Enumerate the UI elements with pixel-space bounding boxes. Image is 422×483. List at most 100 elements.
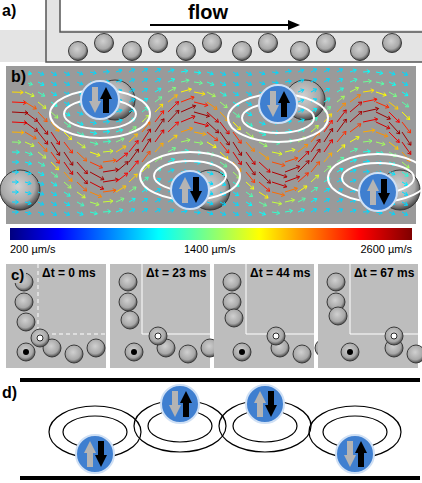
velocity-head (368, 79, 371, 83)
velocity-vector (298, 120, 304, 123)
velocity-head (28, 211, 31, 215)
velocity-vector (64, 102, 70, 105)
velocity-head (84, 180, 88, 184)
velocity-head (375, 107, 378, 111)
velocity-head (301, 209, 305, 213)
droplet (327, 273, 345, 291)
velocity-vector (77, 82, 83, 85)
velocity-head (124, 153, 128, 156)
velocity-vector (350, 95, 360, 102)
velocity-vector (402, 182, 408, 185)
velocity-head (79, 82, 83, 86)
velocity-head (328, 153, 332, 157)
velocity-head (200, 141, 203, 145)
velocity-head (405, 173, 409, 176)
velocity-vector (259, 122, 265, 124)
velocity-vector (324, 209, 330, 212)
velocity-head (28, 191, 31, 195)
velocity-head (248, 212, 252, 216)
velocity-vector (142, 69, 148, 72)
velocity-vector (116, 210, 123, 212)
velocity-head (42, 155, 46, 159)
velocity-head (288, 80, 291, 84)
velocity-vector (51, 182, 57, 186)
velocity-head (381, 81, 384, 85)
droplet (233, 343, 251, 361)
velocity-head (326, 89, 330, 92)
velocity-head (317, 139, 320, 143)
velocity-head (282, 163, 285, 167)
velocity-head (215, 119, 219, 123)
velocity-head (357, 95, 361, 98)
velocity-head (329, 120, 332, 124)
velocity-head (386, 125, 390, 129)
droplet (233, 42, 252, 61)
droplet (15, 293, 33, 311)
velocity-head (175, 122, 179, 126)
velocity-vector (168, 148, 176, 152)
velocity-head (248, 202, 252, 206)
droplet (341, 343, 359, 361)
velocity-vector (38, 112, 47, 122)
velocity-head (40, 202, 44, 206)
velocity-vector (285, 188, 297, 192)
velocity-head (174, 135, 178, 138)
velocity-vector (155, 97, 162, 102)
velocity-vector (389, 212, 395, 214)
velocity-head (144, 69, 148, 72)
velocity-vector (350, 180, 356, 182)
velocity-head (326, 199, 330, 202)
velocity-head (339, 69, 343, 73)
velocity-vector (51, 162, 59, 170)
velocity-vector (116, 162, 128, 172)
velocity-vector (168, 210, 174, 212)
velocity-vector (259, 202, 267, 206)
velocity-vector (246, 82, 252, 85)
velocity-vector (337, 88, 343, 92)
panel-label: Δt = 0 ms (42, 267, 96, 281)
droplet (293, 345, 311, 363)
velocity-head (119, 209, 123, 213)
velocity-head (374, 118, 377, 122)
spin-symbol (359, 173, 397, 211)
velocity-head (198, 71, 201, 75)
velocity-vector (311, 89, 317, 92)
velocity-vector (233, 212, 239, 215)
velocity-head (294, 157, 298, 161)
velocity-vector (311, 126, 318, 133)
velocity-head (40, 192, 44, 196)
velocity-vector (402, 72, 408, 75)
velocity-head (236, 114, 240, 117)
velocity-head (404, 82, 408, 85)
droplet (223, 293, 241, 311)
velocity-head (31, 93, 34, 97)
velocity-vector (220, 102, 227, 108)
velocity-head (54, 174, 58, 177)
velocity-vector (402, 82, 408, 85)
velocity-head (396, 139, 400, 143)
velocity-vector (77, 142, 85, 148)
velocity-head (262, 212, 266, 216)
velocity-head (56, 141, 59, 145)
velocity-head (15, 180, 18, 184)
velocity-vector (25, 92, 34, 96)
velocity-head (249, 123, 253, 126)
velocity-vector (168, 170, 174, 173)
velocity-head (238, 152, 241, 156)
velocity-head (250, 186, 254, 190)
velocity-vector (233, 192, 239, 196)
velocity-vector (402, 202, 408, 205)
velocity-vector (181, 106, 196, 112)
velocity-vector (155, 209, 161, 212)
velocity-head (383, 93, 387, 97)
velocity-vector (25, 152, 32, 155)
velocity-vector (246, 142, 254, 151)
velocity-head (68, 136, 72, 140)
velocity-vector (298, 198, 305, 202)
velocity-head (215, 129, 219, 133)
velocity-vector (246, 92, 252, 95)
velocity-vector (90, 162, 103, 168)
colorbar (10, 228, 412, 240)
velocity-head (28, 71, 32, 75)
velocity-head (44, 141, 47, 145)
